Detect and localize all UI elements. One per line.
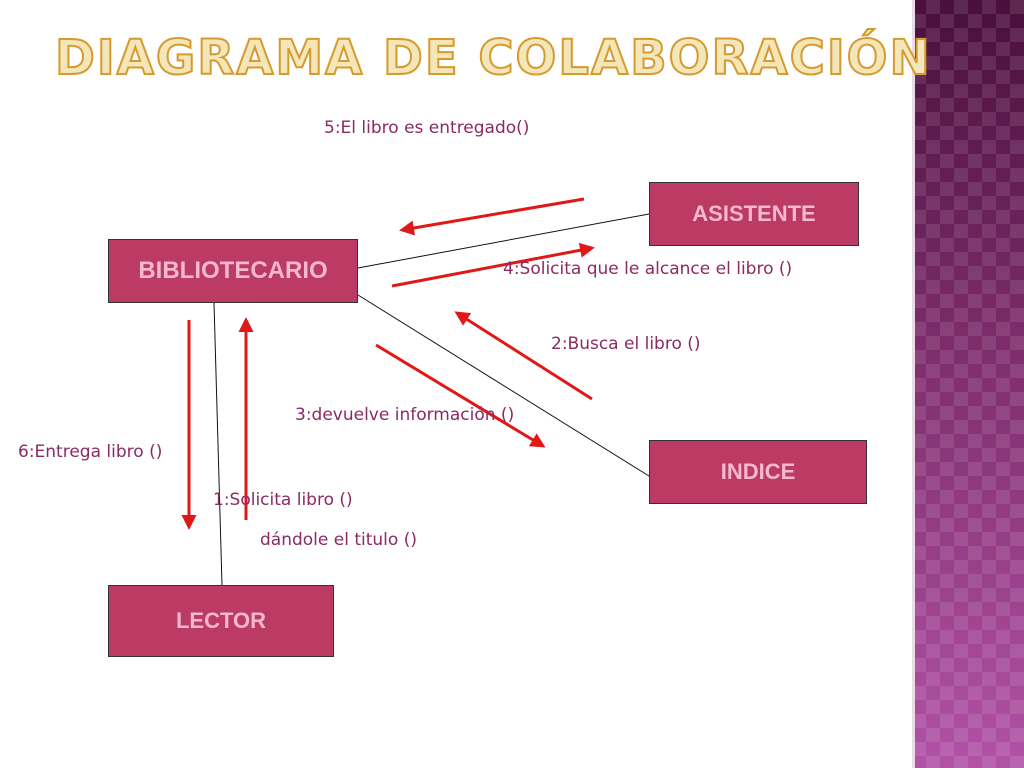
link-bibliotecario-lector: [213, 302, 223, 586]
message-1-label-continued: dándole el titulo (): [260, 530, 417, 550]
link-bibliotecario-asistente: [357, 213, 650, 269]
arrow-msg-5: [399, 197, 585, 236]
message-4-label: 4:Solicita que le alcance el libro (): [503, 259, 793, 279]
message-6-label: 6:Entrega libro (): [18, 442, 163, 462]
arrow-msg-4: [391, 242, 595, 288]
arrow-msg-2: [454, 311, 593, 401]
message-3-label: 3:devuelve información (): [295, 405, 515, 425]
page-title: Diagrama de colaboración: [54, 29, 932, 87]
decorative-side-band: [912, 0, 1024, 768]
message-2-label: 2:Busca el libro (): [551, 334, 701, 354]
arrow-msg-3: [375, 343, 546, 448]
object-indice-label: INDICE: [720, 459, 796, 484]
object-lector: LECTOR: [108, 585, 334, 657]
object-asistente-label: ASISTENTE: [692, 201, 816, 226]
message-1-label: 1:Solicita libro (): [213, 490, 353, 510]
object-lector-label: LECTOR: [175, 608, 267, 633]
object-indice: INDICE: [649, 440, 867, 504]
object-asistente: ASISTENTE: [649, 182, 859, 246]
link-bibliotecario-indice: [357, 294, 658, 482]
object-bibliotecario: BIBLIOTECARIO: [108, 239, 358, 303]
object-bibliotecario-label: BIBLIOTECARIO: [138, 257, 328, 284]
message-5-label: 5:El libro es entregado(): [324, 118, 530, 138]
